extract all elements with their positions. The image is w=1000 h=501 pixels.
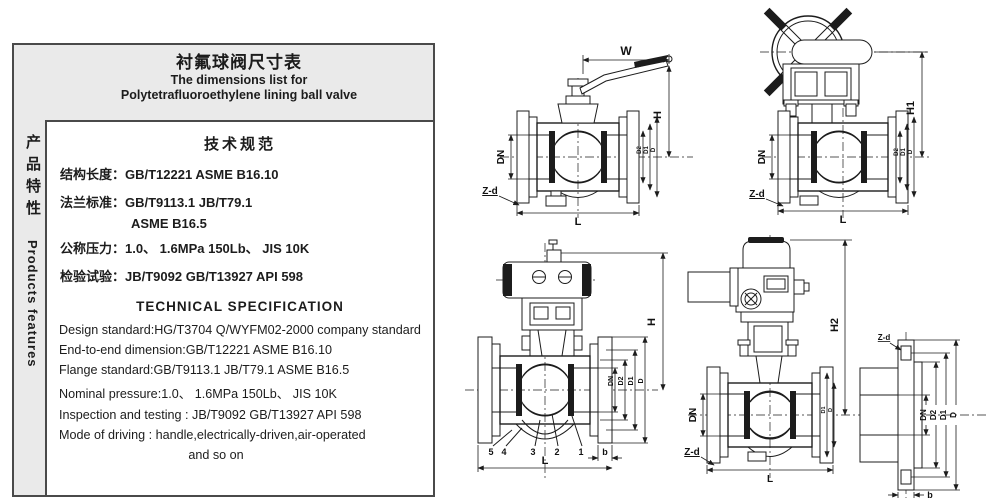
side-label-zh: 产品特性 (24, 134, 41, 222)
dim-label-l: L (767, 474, 773, 485)
dim-label-d1: D1 (628, 376, 635, 385)
dim-label-dn: DN (608, 376, 615, 386)
spec-lines-en: Design standard:HG/T3704 Q/WYFM02-2000 c… (59, 323, 433, 462)
spec-zh-line: 法兰标准：GB/T9113.1 JB/T79.1 (60, 195, 253, 210)
dim-label-dn: DN (688, 408, 699, 422)
valve-body (477, 336, 613, 444)
dim-label-l: L (542, 455, 549, 467)
flange-section (859, 339, 923, 491)
dim-label-zd: Z-d (878, 333, 891, 342)
dim-label-d1: D1 (644, 146, 650, 154)
part-number-3: 3 (530, 447, 535, 457)
spec-en-line: Mode of driving : handle,electrically-dr… (59, 428, 366, 442)
dim-label-b: b (927, 490, 933, 500)
side-label: 产品特性 Products features (16, 134, 43, 489)
drawing-pneumatic-valve: 5 4 3 2 1 H DN D2 D1 D (465, 239, 668, 478)
spec-en-line: End-to-end dimension:GB/T12221 ASME B16.… (59, 343, 333, 357)
dim-label-d: D (828, 408, 834, 412)
dim-label-d2: D2 (929, 409, 938, 420)
handwheel-actuator (763, 7, 873, 124)
page-subtitle-line2: Polytetrafluoroethylene lining ball valv… (120, 87, 358, 102)
part-callouts: 5 4 3 2 1 (488, 409, 584, 457)
spec-en-line: and so on (188, 448, 244, 462)
spec-en-line: Flange standard:GB/T9113.1 JB/T79.1 ASME… (59, 363, 350, 377)
dim-label-h2: H2 (829, 318, 841, 332)
dim-label-h: H (646, 318, 658, 326)
drawing-handwheel-valve: H1 D2 D1 D DN Z-d L (749, 7, 930, 226)
dim-label-dn: DN (757, 150, 768, 164)
electric-actuator (687, 237, 810, 384)
drawing-lever-valve: W H D2 D1 D DN Z-d L (482, 44, 693, 228)
dimension-lines: DN D2 D1 D Z-d b (878, 333, 960, 500)
dim-label-d1: D1 (821, 406, 827, 413)
dim-label-d: D (651, 147, 657, 152)
dim-label-w: W (620, 44, 632, 58)
dim-label-zd: Z-d (684, 447, 700, 458)
part-number-2: 2 (554, 447, 559, 457)
spec-inner-box: 技术规范 结构长度：GB/T12221 ASME B16.10 法兰标准：GB/… (45, 120, 433, 495)
spec-en-line: Design standard:HG/T3704 Q/WYFM02-2000 c… (59, 323, 421, 337)
part-number-1: 1 (578, 447, 583, 457)
spec-zh-line: 公称压力：1.0、 1.6MPa 150Lb、 JIS 10K (60, 241, 310, 256)
page-title-zh: 衬氟球阀尺寸表 (176, 53, 302, 72)
dim-label-zd: Z-d (482, 186, 498, 197)
dim-label-d1: D1 (901, 148, 907, 156)
spec-heading-en: TECHNICAL SPECIFICATION (136, 299, 344, 314)
spec-en-line: Inspection and testing : JB/T9092 GB/T13… (59, 408, 362, 422)
side-label-en: Products features (25, 240, 40, 368)
page-subtitle-line1: The dimensions list for (170, 73, 308, 88)
dim-label-dn: DN (496, 150, 507, 164)
drawing-flange-side-view: DN D2 D1 D Z-d b (859, 332, 960, 500)
drawing-electric-valve: H2 D1 D DN Z-d L (684, 235, 988, 485)
dim-label-zd: Z-d (749, 189, 765, 200)
dimension-lines: H DN D2 D1 D b L (477, 252, 668, 472)
dim-label-d: D (949, 412, 958, 418)
spec-zh-line: 结构长度：GB/T12221 ASME B16.10 (60, 167, 279, 182)
dimension-lines: W H D2 D1 D DN Z-d L (482, 44, 672, 228)
spec-panel: 衬氟球阀尺寸表 The dimensions list for Polytetr… (12, 43, 435, 497)
part-number-4: 4 (501, 447, 506, 457)
dim-label-l: L (575, 216, 582, 228)
panel-header: 衬氟球阀尺寸表 The dimensions list for Polytetr… (45, 45, 433, 103)
dim-label-d2: D2 (894, 148, 900, 156)
dim-label-d2: D2 (637, 146, 643, 154)
dim-label-h1: H1 (905, 101, 917, 115)
dim-label-b: b (602, 447, 608, 457)
spec-heading-zh: 技术规范 (203, 136, 276, 153)
dim-label-d: D (638, 378, 645, 383)
dimension-lines: H2 D1 D DN Z-d L (684, 239, 852, 485)
dim-label-d1: D1 (939, 409, 948, 420)
spec-en-line: Nominal pressure:1.0、 1.6MPa 150Lb、 JIS … (59, 387, 337, 401)
dim-label-l: L (840, 214, 847, 226)
dim-label-dn: DN (919, 409, 928, 421)
dim-label-d: D (908, 149, 914, 154)
pneumatic-actuator (502, 239, 592, 357)
spec-zh-line: ASME B16.5 (131, 216, 207, 231)
dimension-lines: H1 D2 D1 D DN Z-d L (749, 51, 928, 226)
dim-label-h: H (652, 111, 664, 119)
spec-zh-line: 检验试验：JB/T9092 GB/T13927 API 598 (60, 269, 304, 284)
part-number-5: 5 (488, 447, 493, 457)
dim-label-d2: D2 (618, 376, 625, 385)
side-strip: 产品特性 Products features (14, 120, 45, 495)
spec-lines-zh: 结构长度：GB/T12221 ASME B16.10 法兰标准：GB/T9113… (60, 164, 433, 285)
valve-body (516, 110, 640, 207)
